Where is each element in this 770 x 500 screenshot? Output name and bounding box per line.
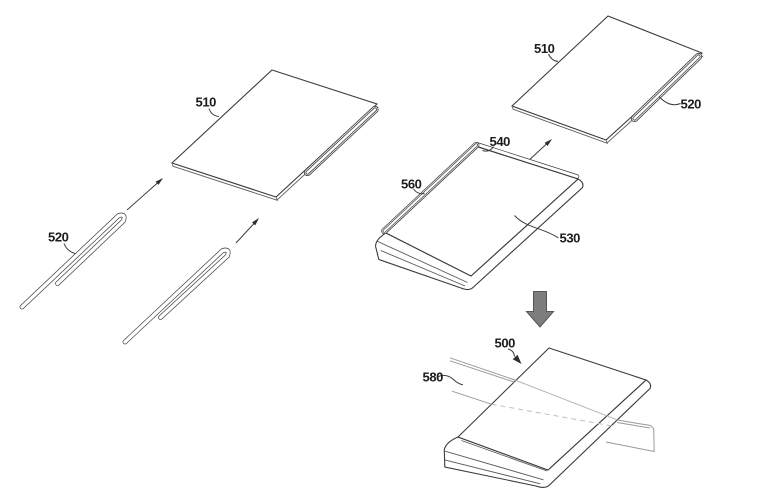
flat-sheet-left-segment — [449, 357, 517, 405]
leader-500-arrowhead-icon — [512, 354, 522, 364]
leader-580 — [437, 374, 464, 386]
leader-540 — [482, 146, 494, 152]
assembly-arrow-left-icon — [126, 178, 163, 211]
panel-left-thickness-edge — [171, 164, 279, 202]
display-panel-upper — [510, 15, 704, 141]
leader-500 — [507, 348, 515, 357]
top-edge-rail — [475, 142, 580, 179]
display-panel-left — [170, 69, 379, 198]
group-panel-exploded: 510 520 — [19, 69, 379, 345]
leader-510-left — [208, 108, 220, 117]
assembled-housing — [443, 379, 652, 488]
flat-sheet-top-edge-across — [516, 380, 618, 421]
label-520-upper: 520 — [681, 97, 702, 112]
edge-clip-mounted — [630, 52, 703, 123]
group-panel-with-clip: 510 520 — [510, 15, 704, 163]
assembly-arrow-center-icon — [235, 218, 259, 244]
assembled-bezel-line — [461, 440, 548, 472]
device-body-housing — [374, 178, 584, 291]
label-540: 540 — [490, 134, 511, 149]
leader-510-upper — [548, 53, 559, 62]
label-500: 500 — [495, 336, 516, 351]
assembly-arrow-right-icon — [526, 139, 552, 163]
group-device-body: 540 560 530 — [374, 134, 584, 291]
leader-560 — [413, 188, 425, 195]
housing-contour-b — [380, 250, 466, 287]
edge-clip-second — [122, 247, 231, 345]
assembled-contour-b — [444, 459, 541, 485]
leader-520-upper — [658, 96, 681, 106]
flat-sheet-right-segment — [605, 419, 655, 453]
edge-clip-first — [19, 212, 127, 310]
label-500-group: 500 — [495, 336, 522, 364]
down-block-arrow-icon — [525, 291, 555, 328]
assembled-contour-a — [443, 450, 544, 481]
label-560: 560 — [401, 177, 422, 192]
side-edge-rail — [381, 141, 480, 235]
leader-530 — [514, 215, 559, 239]
flat-sheet-hidden-edge — [491, 403, 616, 427]
group-assembled-device: 500 580 — [423, 336, 655, 488]
leader-520-left — [63, 243, 76, 254]
label-530: 530 — [560, 231, 581, 246]
label-510-left: 510 — [196, 95, 217, 110]
label-510-upper: 510 — [534, 41, 555, 56]
label-520-left: 520 — [48, 230, 69, 245]
panel-left-folded-edge — [303, 105, 379, 177]
label-580: 580 — [423, 370, 444, 385]
housing-contour-a — [376, 240, 468, 283]
assembled-top-face — [456, 347, 648, 471]
panel-upper-thickness-edge — [511, 107, 609, 145]
